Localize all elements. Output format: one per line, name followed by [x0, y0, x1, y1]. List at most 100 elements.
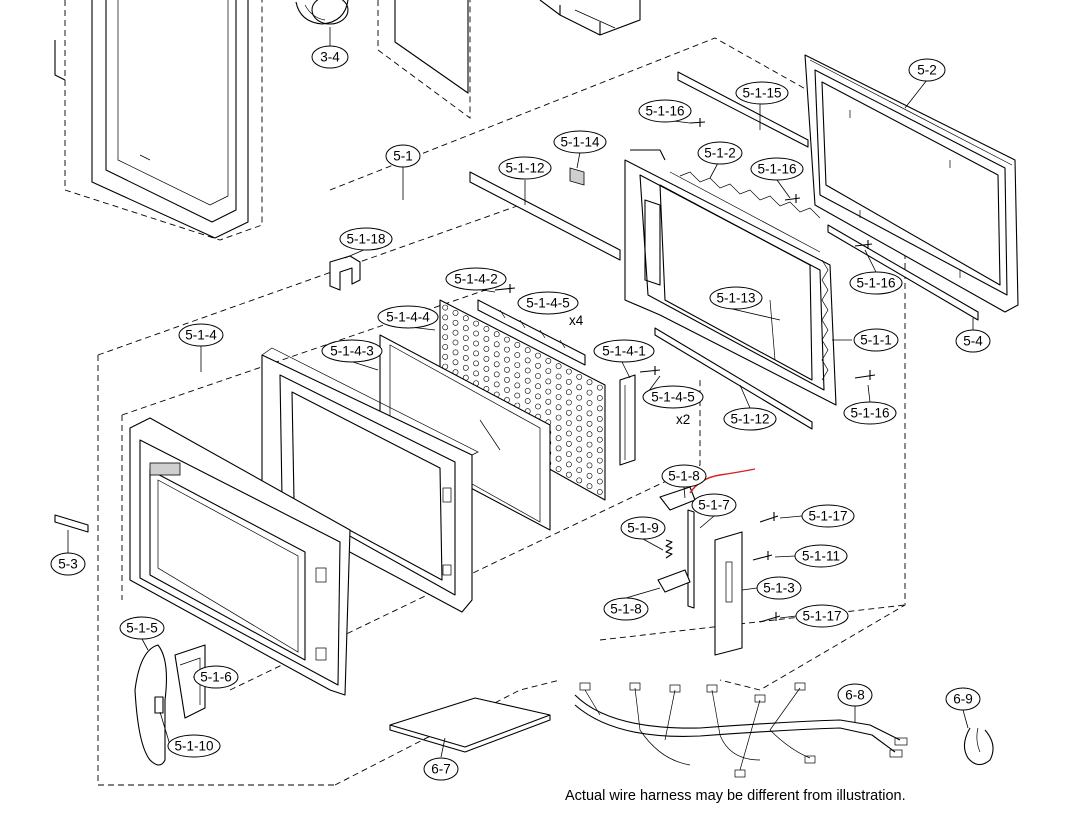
- strip-5-4: [827, 224, 979, 321]
- outer-cabinet-partial: [54, 0, 263, 241]
- part-labels: 3-4 5-2 5-1-15 5-1-16 5-1-14 5-1-2 5-1-1…: [50, 45, 991, 781]
- perforation-hole: [514, 352, 521, 358]
- inner-frame-5-1-2: [624, 149, 837, 406]
- svg-text:5-1-2: 5-1-2: [704, 146, 736, 161]
- svg-text:5-1-16: 5-1-16: [645, 104, 684, 119]
- wire-harness-6-8: [574, 682, 908, 778]
- perforation-hole: [576, 425, 583, 432]
- label-5-3: 5-3: [50, 552, 86, 576]
- perforation-hole: [524, 367, 531, 374]
- leader-lines: [67, 27, 974, 758]
- perforation-hole: [566, 420, 572, 426]
- perforation-hole: [596, 405, 603, 412]
- label-5-1-9: 5-1-9: [620, 516, 666, 540]
- perforation-hole: [462, 364, 469, 371]
- perforation-hole: [535, 393, 541, 400]
- perforation-hole: [452, 359, 459, 366]
- perforation-hole: [596, 468, 603, 474]
- perforation-hole: [514, 341, 521, 348]
- perforation-hole: [493, 371, 500, 378]
- perforation-hole: [504, 366, 510, 373]
- perforation-hole: [452, 349, 459, 356]
- hook-5-1-8-top: [659, 486, 696, 511]
- label-5-1-4-2: 5-1-4-2: [445, 267, 507, 291]
- strip-5-1-12-bottom: [654, 327, 813, 430]
- perforation-hole: [576, 394, 583, 401]
- perforation-hole: [493, 361, 500, 368]
- door-front: [129, 417, 351, 696]
- glass-panel-5-1-4-3: [379, 334, 551, 531]
- perforation-hole: [473, 340, 479, 347]
- latch-plate-5-1-3: [714, 531, 743, 656]
- door-frame-5-2: [804, 54, 1019, 313]
- perforation-hole: [462, 335, 469, 341]
- perforation-hole: [504, 376, 510, 383]
- svg-text:5-1-6: 5-1-6: [200, 670, 232, 685]
- label-5-1-18: 5-1-18: [339, 227, 393, 251]
- label-5-1: 5-1: [385, 144, 421, 168]
- svg-text:5-1-4-5: 5-1-4-5: [651, 390, 695, 405]
- block-5-1-14: [569, 167, 585, 186]
- label-5-1-5: 5-1-5: [119, 616, 165, 640]
- svg-text:5-1-3: 5-1-3: [763, 581, 795, 596]
- perforation-hole: [586, 420, 593, 427]
- label-6-8: 6-8: [837, 683, 873, 707]
- perforation-hole: [545, 409, 552, 415]
- perforation-hole: [576, 467, 583, 473]
- perforation-hole: [524, 387, 531, 394]
- qty-x2: x2: [676, 412, 690, 427]
- perforation-hole: [535, 362, 541, 369]
- perforation-hole: [493, 381, 500, 388]
- perforation-hole: [566, 430, 572, 437]
- perforation-hole: [545, 378, 552, 385]
- svg-text:5-1-4-3: 5-1-4-3: [330, 344, 374, 359]
- label-5-1-4-3: 5-1-4-3: [321, 339, 383, 363]
- perforation-hole: [524, 377, 531, 384]
- svg-text:5-1-4: 5-1-4: [185, 328, 217, 343]
- perforation-hole: [514, 392, 521, 399]
- svg-text:5-1-4-4: 5-1-4-4: [386, 310, 430, 325]
- latch-plate-5-1-7: [687, 509, 695, 609]
- svg-text:5-1-8: 5-1-8: [610, 602, 642, 617]
- label-6-9: 6-9: [945, 687, 981, 711]
- label-5-1-16-c: 5-1-16: [849, 271, 903, 295]
- spring-5-1-9: [665, 539, 673, 559]
- svg-text:3-4: 3-4: [320, 50, 340, 65]
- perforation-hole: [524, 347, 531, 354]
- svg-text:6-8: 6-8: [845, 688, 865, 703]
- label-5-1-4-5-a: 5-1-4-5: [517, 291, 579, 315]
- perforation-hole: [504, 356, 510, 363]
- svg-text:5-1-16: 5-1-16: [856, 276, 895, 291]
- bracket-5-1-18: [329, 255, 361, 291]
- perforation-hole: [483, 335, 490, 342]
- label-5-1-4: 5-1-4: [178, 323, 224, 347]
- svg-text:5-1-5: 5-1-5: [126, 621, 158, 636]
- perforation-hole: [504, 336, 510, 343]
- label-3-4: 3-4: [311, 45, 349, 69]
- label-5-4: 5-4: [955, 329, 991, 353]
- perforation-hole: [462, 325, 469, 332]
- qty-x4: x4: [569, 313, 584, 328]
- perforation-hole: [555, 383, 562, 390]
- perforation-hole: [576, 373, 583, 380]
- clip-6-9: [963, 727, 994, 766]
- perforation-hole: [473, 320, 479, 327]
- perforation-hole: [555, 414, 562, 421]
- perforation-hole: [586, 400, 593, 406]
- svg-text:5-1-10: 5-1-10: [174, 739, 213, 754]
- bracket-5-1-4-1: [619, 374, 636, 466]
- svg-text:6-7: 6-7: [431, 762, 451, 777]
- perforation-hole: [576, 446, 583, 453]
- svg-text:5-1-14: 5-1-14: [560, 135, 600, 150]
- perforation-hole: [566, 461, 572, 468]
- label-5-1-11: 5-1-11: [794, 544, 848, 568]
- perforation-hole: [576, 436, 583, 442]
- label-5-1-8-b: 5-1-8: [603, 597, 649, 621]
- label-5-1-4-4: 5-1-4-4: [377, 305, 439, 329]
- perforation-hole: [586, 472, 593, 479]
- label-5-2: 5-2: [908, 58, 946, 82]
- wire-harness-note: Actual wire harness may be different fro…: [565, 788, 906, 804]
- perforation-hole: [493, 331, 500, 338]
- perforation-hole: [545, 388, 552, 395]
- label-5-1-4-5-b: 5-1-4-5: [642, 385, 704, 409]
